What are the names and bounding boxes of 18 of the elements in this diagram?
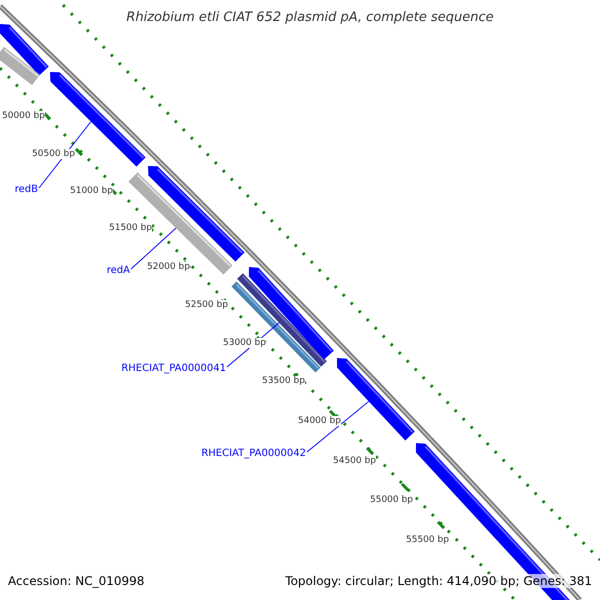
gene-label: RHECIAT_PA0000042 xyxy=(201,448,306,460)
position-label: 53500 bp xyxy=(262,376,305,386)
gene-label: redA xyxy=(106,265,130,277)
leader-line xyxy=(130,228,176,270)
accession-text: Accession: NC_010998 xyxy=(8,574,144,588)
position-label: 55500 bp xyxy=(406,535,449,545)
map-title: Rhizobium etli CIAT 652 plasmid pA, complete sequence xyxy=(125,10,495,25)
position-label: 54000 bp xyxy=(298,416,341,426)
position-label: 55000 bp xyxy=(370,495,413,505)
gene-label: RHECIAT_PA0000041 xyxy=(121,363,226,375)
gene-label: redB xyxy=(14,184,38,196)
position-label: 51500 bp xyxy=(109,223,152,233)
position-label: 50500 bp xyxy=(32,149,75,159)
position-label: 52000 bp xyxy=(147,262,190,272)
position-label: 51000 bp xyxy=(70,186,113,196)
statistics-text: Topology: circular; Length: 414,090 bp; Genes: 381 xyxy=(285,574,592,588)
leader-line xyxy=(306,401,370,452)
position-label: 53000 bp xyxy=(223,338,266,348)
